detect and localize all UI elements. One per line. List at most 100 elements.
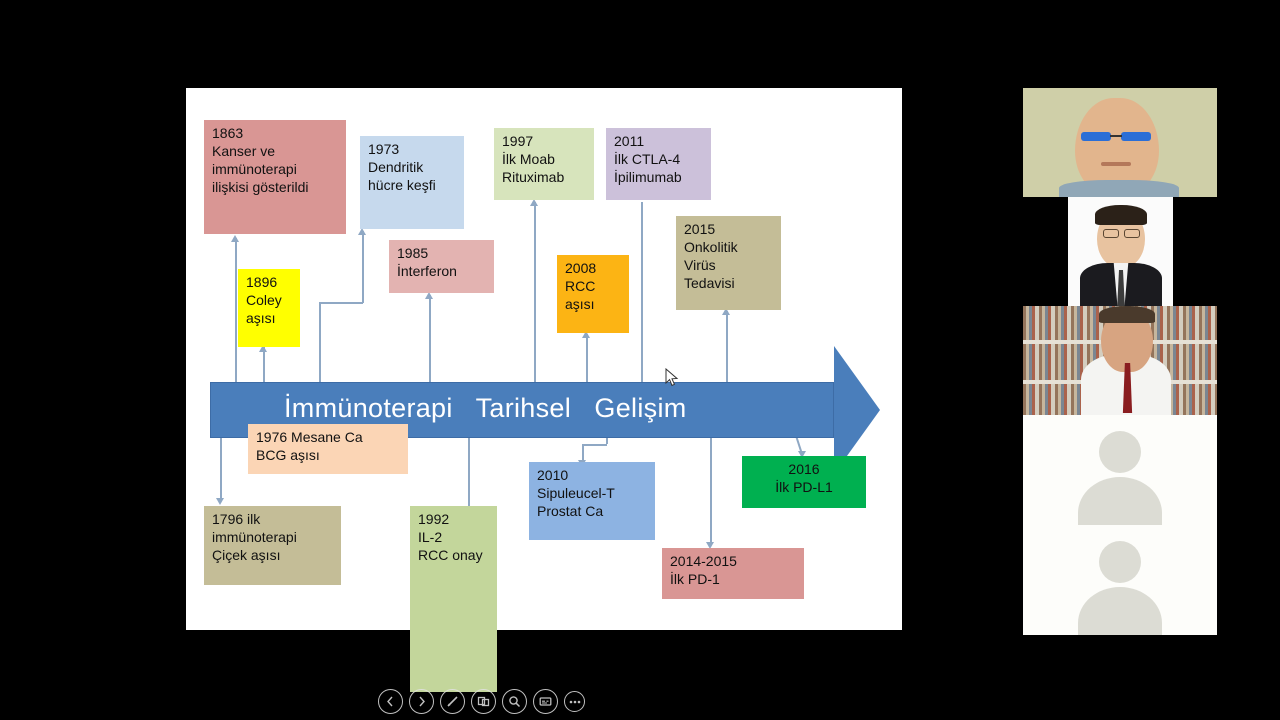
presentation-toolbar[interactable]: [378, 689, 585, 714]
timeline-box-line: 1992: [418, 511, 450, 527]
avatar-head-icon: [1099, 431, 1141, 473]
zoom-icon[interactable]: [502, 689, 527, 714]
timeline-box-line: İnterferon: [397, 262, 457, 279]
timeline-box-line: Dendritik: [368, 158, 424, 175]
timeline-box-line: Sipuleucel-T: [537, 484, 615, 501]
connector-1985-head: [425, 292, 433, 299]
connector-2008: [586, 334, 588, 384]
timeline-box-line: Coley: [246, 291, 282, 308]
timeline-box-line: BCG aşısı: [256, 446, 320, 463]
timeline-box-line: İlk PD-L1: [775, 478, 833, 495]
necktie: [1117, 270, 1125, 306]
more-options-icon[interactable]: [564, 691, 585, 712]
timeline-box-line: 1973: [368, 141, 400, 157]
connector-2011: [641, 202, 643, 383]
timeline-box-line: aşısı: [565, 295, 595, 312]
previous-slide-icon[interactable]: [378, 689, 403, 714]
connector-1985: [429, 295, 431, 383]
timeline-box-line: 1976 Mesane Ca: [256, 429, 363, 445]
next-slide-icon[interactable]: [409, 689, 434, 714]
timeline-box-line: 1796 ilk: [212, 511, 261, 527]
timeline-arrow-head: [834, 346, 880, 474]
subtitles-icon[interactable]: [533, 689, 558, 714]
connector-1863: [235, 238, 237, 382]
timeline-box-line: Tedavisi: [684, 274, 735, 291]
timeline-box-line: 1863: [212, 125, 244, 141]
connector-1973-horiz: [319, 302, 363, 304]
participant-tile-4[interactable]: [1023, 415, 1217, 525]
connector-2015: [726, 311, 728, 383]
timeline-box-line: Virüs: [684, 256, 716, 273]
mouth: [1101, 162, 1131, 166]
pen-icon[interactable]: [440, 689, 465, 714]
connector-2015-head: [722, 308, 730, 315]
timeline-box-line: 1997: [502, 133, 534, 149]
connector-1973-head: [358, 228, 366, 235]
timeline-box-line: 2015: [684, 221, 716, 237]
timeline-box-line: 2010: [537, 467, 569, 483]
timeline-box-line: 2008: [565, 260, 597, 276]
connector-1997-head: [530, 199, 538, 206]
connector-2014-head: [706, 542, 714, 549]
timeline-box-line: aşısı: [246, 309, 276, 326]
connector-1796: [220, 411, 222, 501]
connector-2010-vert2: [582, 444, 584, 464]
timeline-box-line: RCC onay: [418, 546, 483, 563]
all-slides-icon[interactable]: [471, 689, 496, 714]
participant-tile-2[interactable]: [1023, 197, 1217, 306]
timeline-box-line: Prostat Ca: [537, 502, 604, 519]
necktie: [1122, 363, 1133, 413]
timeline-box-line: Rituximab: [502, 168, 565, 185]
connector-2016-head: [798, 451, 806, 458]
participant-tile-3[interactable]: [1023, 306, 1217, 415]
timeline-box-line: 2011: [614, 133, 645, 149]
timeline-box-line: 2016: [788, 461, 820, 477]
connector-1973-vert2: [362, 231, 364, 303]
timeline-box-line: İlk PD-1: [670, 570, 720, 587]
mouse-cursor: [665, 368, 679, 387]
participant-tile-1[interactable]: [1023, 88, 1217, 197]
avatar-head-icon: [1099, 541, 1141, 583]
timeline-box-line: Kanser ve: [212, 142, 276, 159]
timeline-box-line: İlk Moab: [502, 150, 555, 167]
connector-1796-head: [216, 498, 224, 505]
connector-2010-horiz: [582, 444, 607, 446]
hair: [1099, 306, 1155, 323]
hair: [1095, 205, 1147, 225]
timeline-box-line: immünoterapi: [212, 528, 297, 545]
connector-1863-head: [231, 235, 239, 242]
timeline-box-line: 1985: [397, 245, 429, 261]
connector-1896: [263, 347, 265, 382]
timeline-box-line: IL-2: [418, 528, 443, 545]
connector-1896-head: [259, 345, 267, 352]
timeline-box-line: Çiçek aşısı: [212, 546, 281, 563]
connector-2014: [710, 411, 712, 545]
glasses-right-lens: [1124, 229, 1140, 238]
timeline-box-line: hücre keşfi: [368, 176, 436, 193]
participant-tile-5[interactable]: [1023, 525, 1217, 635]
timeline-box-line: İpilimumab: [614, 168, 682, 185]
shoulders: [1059, 180, 1179, 197]
timeline-box-line: 1896: [246, 274, 278, 290]
timeline-box-line: Onkolitik: [684, 238, 738, 255]
connector-1992: [468, 411, 470, 507]
timeline-box-line: immünoterapi: [212, 160, 297, 177]
timeline-box-line: RCC: [565, 277, 596, 294]
timeline-box-line: 2014-2015: [670, 553, 737, 569]
